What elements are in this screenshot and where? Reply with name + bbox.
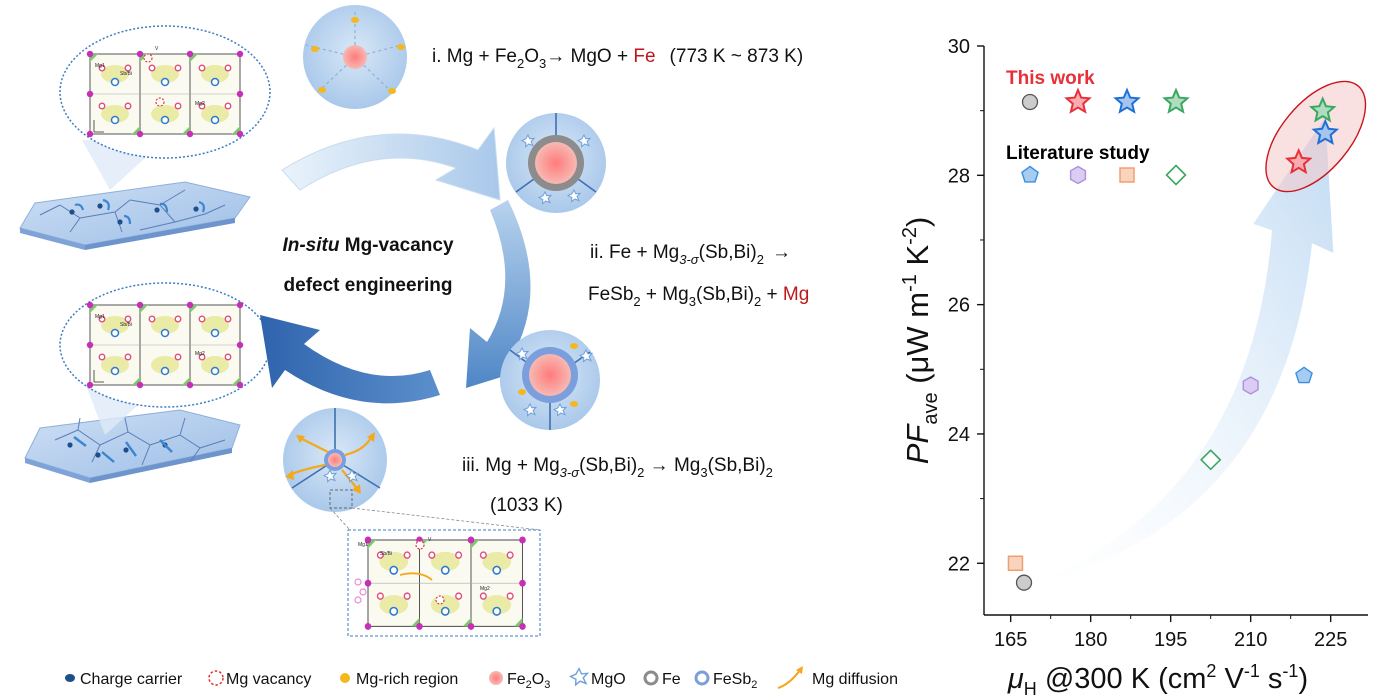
y-tick-label: 30 (948, 36, 970, 58)
legend-title-literature: Literature study (1006, 143, 1150, 164)
svg-text:Fe: Fe (662, 671, 681, 688)
lattice-label-mg1: Mg1 (358, 542, 368, 548)
reaction-1: i. Mg + Fe2O3→ MgO + Fe(773 K ~ 873 K) (432, 46, 803, 71)
data-point-literature-hexagon (1242, 376, 1259, 395)
mg-vacancy-icon (435, 595, 445, 605)
legend-marker-this-work-star (1162, 87, 1190, 114)
fe2o3-icon (489, 671, 503, 685)
charge-carrier-icon (65, 674, 75, 682)
y-tick-label: 28 (948, 165, 970, 187)
lattice-callout-bottom: Mg1 Sb/Bi Mg2 (59, 282, 271, 435)
reaction-3-temperature: (1033 K) (490, 495, 563, 516)
fe-icon (643, 670, 659, 686)
highlight-ellipse (1265, 80, 1367, 193)
disc-stage-1 (303, 5, 407, 109)
grain-plate-bottom (24, 409, 241, 483)
center-label: In-situ Mg-vacancy defect engineering (282, 235, 453, 296)
mgo-icon (569, 667, 589, 686)
legend-marker-this-work-star (1064, 87, 1092, 114)
x-tick-label: 210 (1234, 629, 1267, 651)
x-tick-label: 165 (994, 629, 1027, 651)
lattice-label-vmg: V (428, 537, 432, 543)
cycle-arrows (260, 126, 531, 404)
x-tick-label: 225 (1314, 629, 1347, 651)
center-label-rest: Mg-vacancy (339, 235, 453, 256)
x-tick-label: 180 (1074, 629, 1107, 651)
legend-marker-literature-square (1119, 167, 1135, 183)
legend-item-mgo: MgO (569, 667, 626, 688)
lattice-label-mg1: Mg1 (95, 63, 105, 69)
data-point-literature-pentagon (1295, 366, 1313, 384)
x-tick-label: 195 (1154, 629, 1187, 651)
fe2o3-icon (343, 45, 367, 69)
svg-text:MgO: MgO (591, 671, 626, 688)
lattice-label-sbbi: Sb/Bi (120, 322, 132, 328)
reaction-2-line1: ii. Fe + Mg3-σ(Sb,Bi)2→ (590, 242, 791, 267)
mg-diffusion-icon (777, 669, 801, 689)
legend-item-fe2o3: Fe2O3 (489, 671, 550, 691)
data-point-literature-diamond (1200, 449, 1222, 471)
mg-vacancy-icon (208, 670, 224, 686)
lattice-label-mg2: Mg2 (480, 586, 490, 592)
grain-plate-top (19, 181, 251, 250)
legend-marker-this-work-star (1113, 87, 1141, 114)
lattice-label-vmg: V (155, 46, 159, 52)
mg-rich-region-icon (340, 673, 350, 683)
data-point-this_work-star (1284, 147, 1313, 175)
reaction-2-line2: FeSb2 + Mg3(Sb,Bi)2 + Mg (588, 284, 809, 309)
legend-item-charge-carrier: Charge carrier (65, 671, 183, 688)
legend-marker-literature-diamond (1165, 164, 1187, 186)
legend-marker-this-work-circle (1021, 93, 1039, 111)
mg-vacancy-icon (415, 540, 425, 550)
legend-marker-literature-pentagon (1021, 165, 1039, 183)
mg-vacancy-icon (155, 97, 165, 107)
legend-item-fe: Fe (643, 670, 681, 688)
reaction-3-line1: iii. Mg + Mg3-σ(Sb,Bi)2 → Mg3(Sb,Bi)2 (462, 455, 773, 480)
axis-triad-icon (93, 120, 104, 133)
y-tick-label: 26 (948, 295, 970, 317)
data-point-literature-square (1007, 555, 1024, 572)
chart: 22 24 26 28 30 165 180 195 210 225 PFave (μW m-1 K… (899, 36, 1368, 699)
lattice-label-sbbi: Sb/Bi (380, 551, 392, 557)
lattice-zoom: Mg1 Sb/Bi Mg2 V (347, 529, 541, 637)
svg-text:Mg vacancy: Mg vacancy (226, 671, 311, 688)
fesb2-icon (694, 670, 710, 686)
x-axis-label: μH @300 K (cm2 V-1 s-1) (1007, 661, 1308, 699)
svg-text:Mg-rich region: Mg-rich region (356, 671, 458, 688)
svg-text:FeSb2: FeSb2 (713, 671, 757, 691)
legend-item-mg-rich-region: Mg-rich region (340, 671, 458, 688)
center-label-italic: In-situ (282, 235, 339, 256)
svg-text:Mg diffusion: Mg diffusion (812, 671, 898, 688)
mg-vacancy-icon (143, 53, 153, 63)
lattice-label-mg1: Mg1 (95, 314, 105, 320)
svg-text:Fe2O3: Fe2O3 (507, 671, 550, 691)
legend-title-this-work: This work (1006, 68, 1095, 89)
legend-item-mg-diffusion: Mg diffusion (777, 666, 898, 689)
disc-stage-2 (506, 113, 606, 213)
lattice-label-mg2: Mg2 (195, 101, 205, 107)
y-tick-label: 22 (948, 553, 970, 575)
legend: Charge carrier Mg vacancy Mg-rich region… (65, 666, 898, 691)
data-point-literature-circle (1015, 574, 1033, 591)
scheme-panel: Mg1 Sb/Bi Mg2 V (19, 5, 809, 637)
lattice-label-sbbi: Sb/Bi (120, 71, 132, 77)
legend-marker-literature-hexagon (1069, 165, 1087, 185)
data-point-this_work-star (1308, 96, 1337, 123)
legend-item-fesb2: FeSb2 (694, 670, 757, 691)
disc-stage-4 (283, 408, 541, 531)
lattice-callout-top: Mg1 Sb/Bi Mg2 V (59, 25, 271, 190)
disc-stage-3 (500, 330, 600, 430)
legend-item-mg-vacancy: Mg vacancy (208, 670, 311, 688)
lattice-label-mg2: Mg2 (195, 351, 205, 357)
y-axis-label: PFave (μW m-1 K-2) (899, 217, 942, 465)
axis-triad-icon (93, 370, 104, 383)
center-label-line2: defect engineering (284, 275, 453, 296)
svg-text:Charge carrier: Charge carrier (80, 671, 183, 688)
y-tick-label: 24 (948, 424, 970, 446)
svg-text:In-situ Mg-vacancy: In-situ Mg-vacancy (282, 235, 453, 256)
data-point-this_work-star (1311, 118, 1340, 146)
